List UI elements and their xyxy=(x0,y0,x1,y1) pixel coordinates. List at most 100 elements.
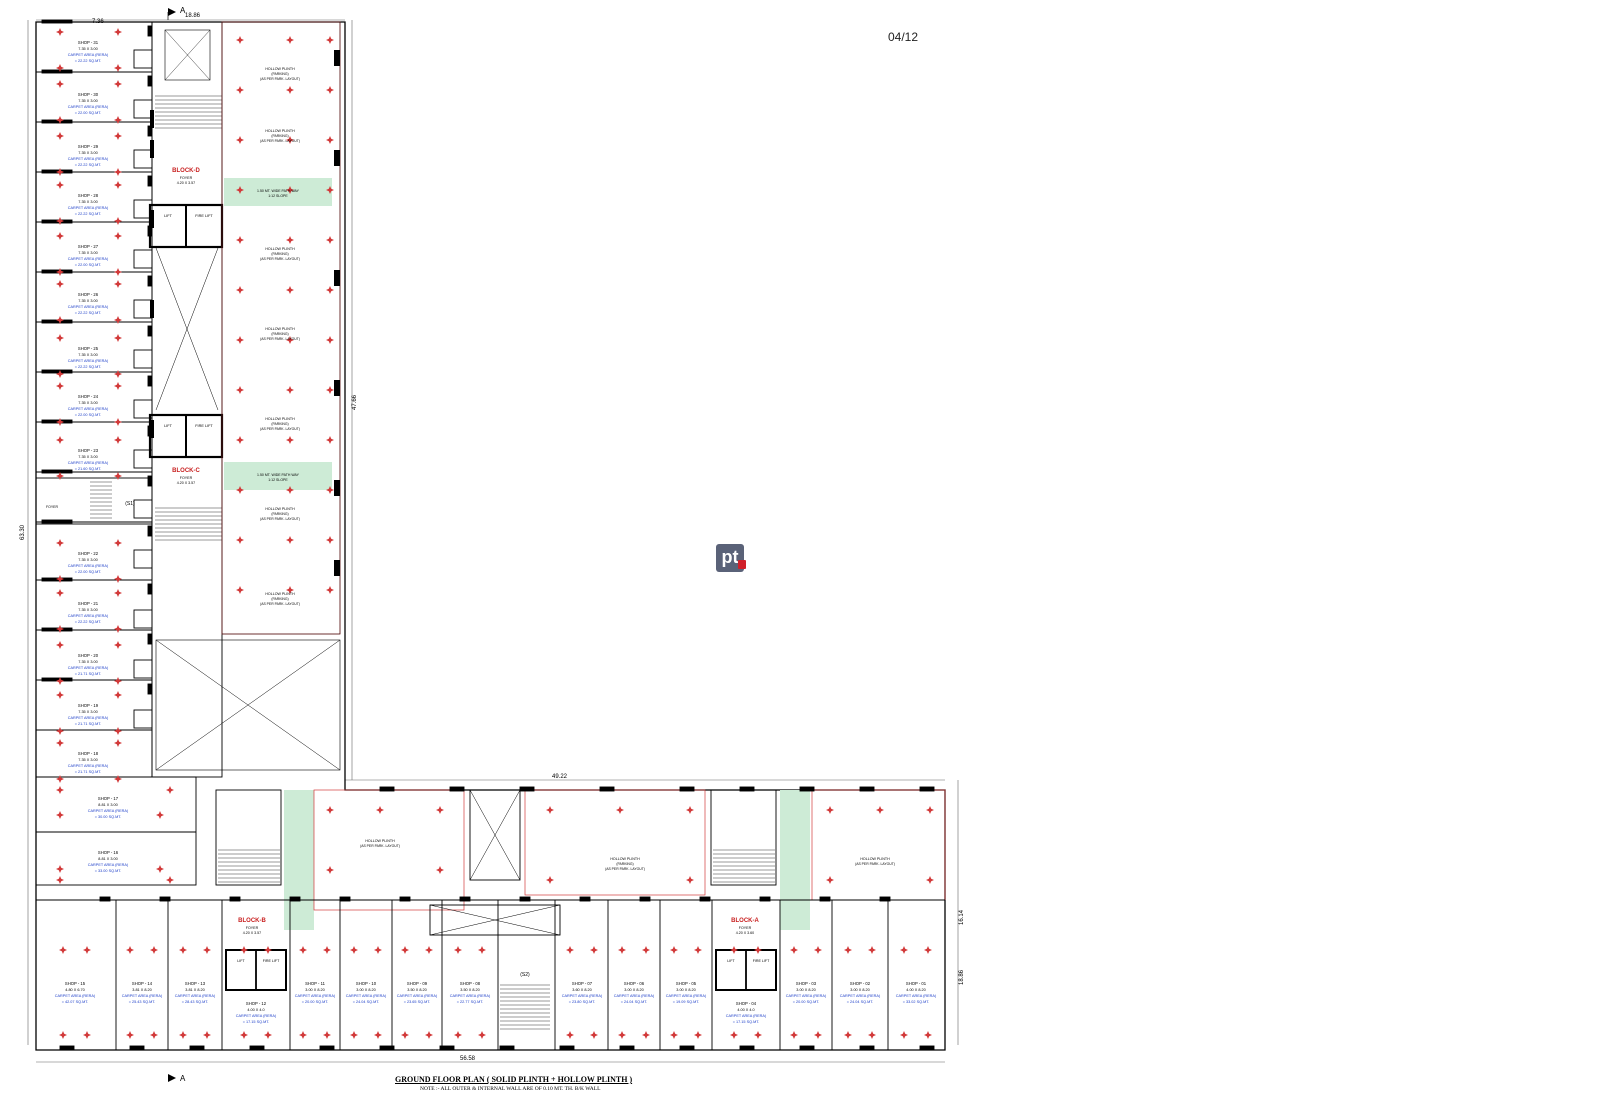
column-star xyxy=(286,286,294,294)
column-star xyxy=(323,1031,331,1039)
wall-block xyxy=(449,786,465,792)
hollow-plinth-c-sub: (PARKING) xyxy=(616,862,633,866)
column-star xyxy=(114,232,122,240)
bottom-shop-9-size: 3.50 X 8.20 xyxy=(407,988,426,992)
landing-brace xyxy=(429,904,561,936)
pathway-mid xyxy=(224,462,332,490)
bottom-shop-1-carpet: CARPET AREA (RERA) xyxy=(896,994,937,998)
bottom-shop-12-size: 4.00 X 4.0 xyxy=(247,1008,264,1012)
column-star xyxy=(754,1031,762,1039)
left-shop-1-carpet: CARPET AREA (RERA) xyxy=(68,53,109,57)
bottom-shop-8-carpet: CARPET AREA (RERA) xyxy=(450,994,491,998)
column-star xyxy=(114,539,122,547)
bottom-shop-11-size: 3.00 X 8.20 xyxy=(305,988,324,992)
wc-cubicle xyxy=(133,499,153,519)
stair-block-a xyxy=(710,789,777,886)
hollow-plinth-outline xyxy=(221,21,341,635)
column-star xyxy=(900,946,908,954)
section-marker-top: A xyxy=(180,6,186,15)
column-star xyxy=(326,806,334,814)
section-marker-bottom: A xyxy=(180,1074,186,1083)
wc-cubicle xyxy=(133,299,153,319)
column-star xyxy=(286,386,294,394)
wall-block xyxy=(819,896,831,902)
shaft-brace xyxy=(469,789,521,881)
block-size-0: 4.20 X 3.57 xyxy=(177,181,195,185)
column-star xyxy=(59,1031,67,1039)
column-star xyxy=(126,946,134,954)
column-star xyxy=(114,64,122,72)
column-star xyxy=(56,539,64,547)
mid-shop-17-area: = 30.00 SQ.MT. xyxy=(95,815,122,819)
dim-right-inner: 47.66 xyxy=(352,394,358,410)
column-star xyxy=(56,876,64,884)
hollow-plinth-sub-4: (PARKING) xyxy=(271,422,288,426)
bottom-shop-1-area: = 33.02 SQ.MT. xyxy=(903,1000,930,1004)
left-shop-14-carpet: CARPET AREA (RERA) xyxy=(68,764,109,768)
hollow-plinth-label-4: HOLLOW PLINTH xyxy=(265,417,295,421)
wall-block xyxy=(189,1045,205,1051)
wall-block xyxy=(147,275,153,287)
bottom-shop-7-size: 3.60 X 8.20 xyxy=(572,988,591,992)
bottom-shop-8-area: = 22.77 SQ.MT. xyxy=(457,1000,484,1004)
bottom-shop-12-carpet: CARPET AREA (RERA) xyxy=(236,1014,277,1018)
wall-block xyxy=(679,786,695,792)
bottom-shop-4-area: = 17.15 SQ.MT. xyxy=(733,1020,760,1024)
hollow-plinth-c-label: HOLLOW PLINTH xyxy=(610,857,640,861)
open-plaza xyxy=(155,639,341,771)
wall-block xyxy=(147,525,153,537)
mid-shop-17-size: 8.81 X 3.00 xyxy=(98,803,117,807)
left-shop-6-carpet: CARPET AREA (RERA) xyxy=(68,305,109,309)
bottom-shop-2-area: = 24.04 SQ.MT. xyxy=(847,1000,874,1004)
bottom-shop-14-size: 3.81 X 8.20 xyxy=(132,988,151,992)
hollow-plinth-sub2-0: (AS PER PARK. LAYOUT) xyxy=(260,77,300,81)
hollow-plinth-sub-5: (PARKING) xyxy=(271,512,288,516)
left-shop-12-area: = 21.71 SQ.MT. xyxy=(75,672,102,676)
left-shop-14-name: SHOP - 18 xyxy=(78,751,99,756)
column-star xyxy=(814,1031,822,1039)
stair-s2-label: (S2) xyxy=(520,972,530,978)
left-shop-11-size: 7.35 X 3.00 xyxy=(78,608,97,612)
bottom-shop-14-carpet: CARPET AREA (RERA) xyxy=(122,994,163,998)
column-star xyxy=(56,727,64,735)
column-star xyxy=(114,268,122,276)
hollow-plinth-label-2: HOLLOW PLINTH xyxy=(265,247,295,251)
column-star xyxy=(326,36,334,44)
bottom-shop-11-carpet: CARPET AREA (RERA) xyxy=(295,994,336,998)
wall-block xyxy=(41,419,73,424)
wall-block xyxy=(559,1045,575,1051)
left-shop-6-area: = 22.22 SQ.MT. xyxy=(75,311,102,315)
column-star xyxy=(350,946,358,954)
bottom-shop-15-size: 4.80 X 6.70 xyxy=(65,988,84,992)
wall-block xyxy=(147,75,153,87)
stair-block-b xyxy=(215,789,282,886)
column-star xyxy=(114,132,122,140)
wc-cubicle xyxy=(133,49,153,69)
column-star xyxy=(56,382,64,390)
column-star xyxy=(150,1031,158,1039)
wall-block xyxy=(59,1045,75,1051)
left-shop-10-carpet: CARPET AREA (RERA) xyxy=(68,564,109,568)
bottom-shop-14-name: SHOP - 14 xyxy=(132,981,153,986)
wall-block xyxy=(147,633,153,645)
pathway-slope-top: 1:12 SLOPE xyxy=(268,194,288,198)
wall-block xyxy=(599,786,615,792)
column-star xyxy=(114,116,122,124)
ramp-a xyxy=(780,790,810,930)
wall-block xyxy=(699,896,711,902)
hollow-plinth-sub2-2: (AS PER PARK. LAYOUT) xyxy=(260,257,300,261)
column-star xyxy=(694,1031,702,1039)
column-star xyxy=(844,946,852,954)
bottom-shop-10-area: = 24.04 SQ.MT. xyxy=(353,1000,380,1004)
wall-block xyxy=(147,25,153,37)
section-markers: A A xyxy=(167,6,186,1083)
left-shop-12-carpet: CARPET AREA (RERA) xyxy=(68,666,109,670)
column-star xyxy=(286,236,294,244)
left-shop-1-name: SHOP - 31 xyxy=(78,40,99,45)
column-star xyxy=(590,1031,598,1039)
column-star xyxy=(454,1031,462,1039)
left-shop-6-size: 7.35 X 3.00 xyxy=(78,299,97,303)
column-star xyxy=(150,946,158,954)
wall-block xyxy=(159,896,171,902)
